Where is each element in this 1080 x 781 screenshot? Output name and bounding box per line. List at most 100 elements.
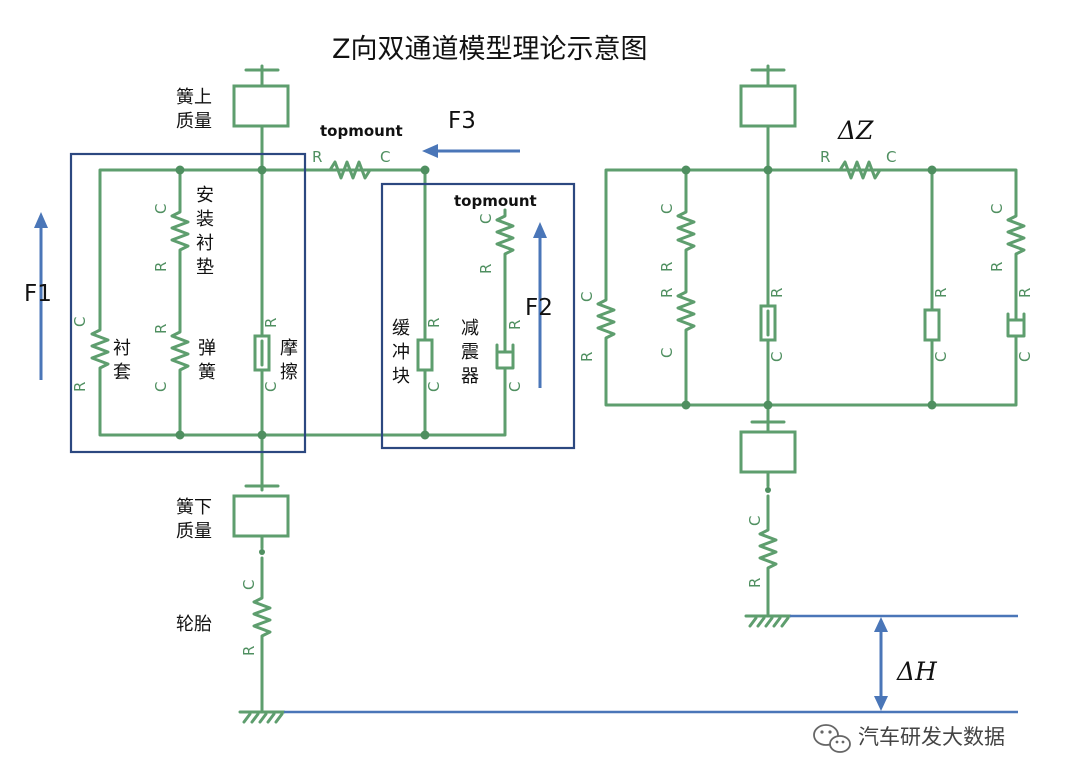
- left-model: 簧上 质量 C R 衬 套 C R 安 装 衬 垫 R C 弹 簧: [24, 64, 576, 724]
- pin-label: C: [425, 382, 443, 392]
- mount-pad-label-3: 衬: [196, 233, 214, 254]
- force-label-f1: F1: [24, 281, 52, 307]
- pin-label: C: [380, 148, 390, 166]
- topmount-vertical-element: C R: [477, 208, 515, 340]
- pin-label: C: [768, 352, 786, 362]
- pin-label: R: [477, 264, 495, 274]
- right-topmount-vertical-element: C R: [988, 203, 1026, 310]
- damper-label-3: 器: [461, 366, 479, 387]
- force-arrow-f2: [533, 222, 547, 388]
- bump-stop-element: R C: [416, 168, 443, 437]
- sprung-mass-right: [739, 64, 797, 172]
- bump-stop-label-2: 冲: [392, 342, 410, 363]
- friction-label-1: 摩: [280, 338, 298, 359]
- pin-label: R: [820, 148, 830, 166]
- bushing-element: C R: [71, 298, 110, 394]
- pin-label: R: [578, 352, 596, 362]
- sprung-mass-left: [232, 64, 290, 172]
- pin-label: R: [152, 262, 170, 272]
- spring-element: R C: [152, 316, 190, 437]
- pin-label: R: [768, 288, 786, 298]
- channel-box-2: [380, 182, 576, 450]
- ground-left: [238, 710, 286, 724]
- pin-label: C: [988, 204, 1006, 214]
- unsprung-mass-right: [739, 420, 797, 493]
- wechat-icon: [813, 724, 851, 753]
- damper-label-1: 减: [461, 318, 479, 339]
- pin-label: C: [886, 148, 896, 166]
- damper-element: R C: [495, 320, 524, 397]
- pin-label: R: [312, 148, 322, 166]
- pin-label: R: [240, 646, 258, 656]
- mount-pad-label-2: 装: [196, 209, 214, 230]
- pin-label: C: [71, 317, 89, 327]
- right-bump-stop-element: R C: [923, 168, 950, 407]
- pin-label: C: [578, 292, 596, 302]
- pin-label: C: [477, 214, 495, 224]
- bushing-label-1: 衬: [113, 338, 131, 359]
- pin-label: C: [240, 580, 258, 590]
- unsprung-mass-left: [232, 484, 290, 555]
- tire-label: 轮胎: [176, 614, 212, 635]
- pin-label: C: [152, 382, 170, 392]
- bushing-label-2: 套: [113, 362, 131, 383]
- pin-label: R: [506, 320, 524, 330]
- sprung-mass-label-2: 质量: [176, 111, 212, 132]
- pin-label: R: [262, 318, 280, 328]
- damper-label-2: 震: [461, 342, 479, 363]
- pin-label: R: [425, 318, 443, 328]
- pin-label: C: [1016, 352, 1034, 362]
- right-damper-element: R C: [1006, 288, 1034, 364]
- pin-label: C: [152, 204, 170, 214]
- friction-element: R C: [253, 168, 280, 492]
- right-topmount-horizontal-element: R C: [766, 148, 934, 180]
- force-arrow-f1: [34, 212, 48, 380]
- force-label-f2: F2: [525, 295, 553, 321]
- watermark-text: 汽车研发大数据: [858, 725, 1005, 749]
- pin-label: C: [658, 348, 676, 358]
- delta-z-label: ΔZ: [837, 116, 874, 145]
- tire-element: C R: [240, 556, 272, 712]
- right-friction-element: R C: [759, 168, 786, 442]
- pin-label: R: [746, 578, 764, 588]
- right-tire-element: C R: [746, 494, 778, 616]
- bump-stop-label-3: 块: [392, 366, 410, 387]
- topmount-horizontal-element: R C: [260, 148, 427, 180]
- sprung-mass-label-1: 簧上: [176, 87, 212, 108]
- right-model: C R C R R C R C R C ΔZ: [578, 64, 1034, 628]
- force-arrow-f3: [422, 144, 520, 158]
- friction-label-2: 擦: [280, 362, 298, 383]
- pin-label: R: [152, 324, 170, 334]
- pin-label: C: [932, 352, 950, 362]
- pin-label: R: [658, 288, 676, 298]
- spring-label-2: 簧: [198, 362, 216, 383]
- watermark: 汽车研发大数据: [813, 724, 1005, 753]
- mount-pad-element: C R: [152, 168, 190, 320]
- pin-label: C: [262, 382, 280, 392]
- topmount-label-left: topmount: [320, 122, 403, 140]
- pin-label: R: [71, 382, 89, 392]
- mount-pad-label-4: 垫: [196, 257, 214, 278]
- delta-h-arrow: [874, 617, 888, 711]
- topmount-label-right: topmount: [454, 192, 537, 210]
- bump-stop-label-1: 缓: [392, 318, 410, 339]
- spring-label-1: 弹: [198, 338, 216, 359]
- pin-label: R: [988, 262, 1006, 272]
- unsprung-mass-label-2: 质量: [176, 521, 212, 542]
- pin-label: C: [506, 382, 524, 392]
- force-label-f3: F3: [448, 108, 476, 134]
- pin-label: R: [1016, 288, 1034, 298]
- pin-label: R: [658, 262, 676, 272]
- channel-box-1: [69, 152, 307, 454]
- right-mount-pad-element: C R R C: [658, 168, 696, 407]
- delta-h-label: ΔH: [896, 657, 938, 686]
- diagram-title: Z向双通道模型理论示意图: [332, 34, 648, 65]
- pin-label: R: [932, 288, 950, 298]
- unsprung-mass-label-1: 簧下: [176, 497, 212, 518]
- ground-right: [744, 614, 792, 628]
- right-bushing-element: C R: [578, 288, 616, 374]
- mount-pad-label-1: 安: [196, 185, 214, 206]
- pin-label: C: [658, 204, 676, 214]
- pin-label: C: [746, 516, 764, 526]
